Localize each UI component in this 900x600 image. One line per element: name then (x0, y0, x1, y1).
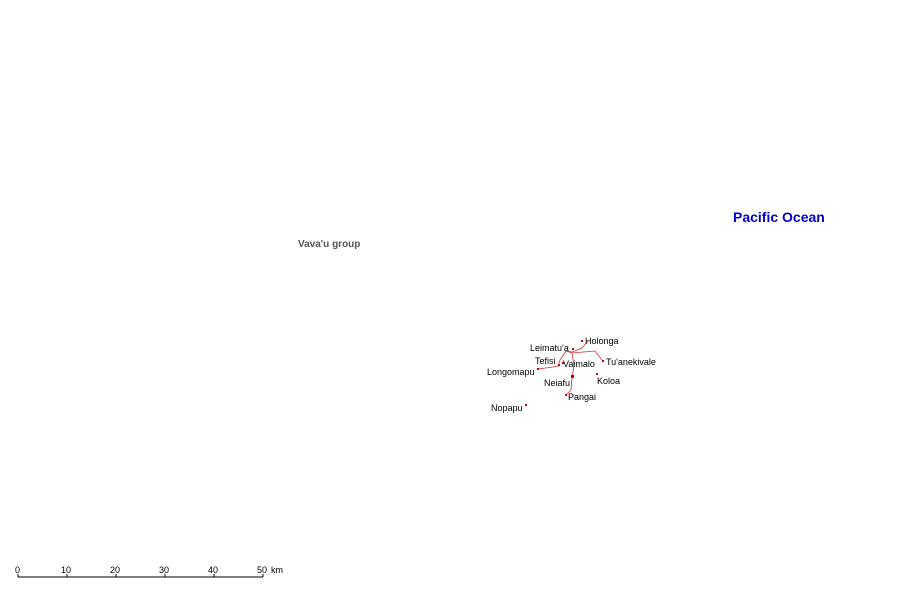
town-label-neiafu: Neiafu (544, 378, 571, 388)
town-label-tefisi: Tefisi (535, 356, 556, 366)
town-label-tuanekivale: Tu'anekivale (606, 357, 656, 367)
vaimalo-marker (562, 362, 564, 364)
town-label-koloa: Koloa (597, 376, 621, 386)
island-group-label: Vava'u group (298, 239, 361, 250)
holonga-marker (581, 340, 583, 342)
koloa-marker (596, 373, 598, 375)
town-label-leimatua: Leimatu'a (530, 343, 569, 353)
ocean-label: Pacific Ocean (733, 209, 825, 225)
scale-label-20: 20 (110, 565, 121, 575)
town-label-holonga: Holonga (585, 336, 619, 346)
road-east (565, 350, 603, 361)
neiafu-marker (571, 375, 574, 378)
pangai-marker (565, 394, 567, 396)
longomapu-marker (537, 368, 539, 370)
town-label-pangai: Pangai (568, 392, 597, 402)
scale-label-40: 40 (208, 565, 219, 575)
town-label-nopapu: Nopapu (491, 403, 523, 413)
scale-label-30: 30 (159, 565, 170, 575)
leimatua-marker (572, 348, 574, 350)
nopapu-marker (525, 404, 527, 406)
scale-label-0: 0 (15, 565, 21, 575)
town-label-longomapu: Longomapu (487, 367, 535, 377)
scale-label-50: 50 (257, 565, 268, 575)
tefisi-marker (558, 364, 560, 366)
tuanekivale-marker (602, 360, 604, 362)
scale-label-10: 10 (61, 565, 72, 575)
town-markers (525, 340, 604, 406)
road-north (565, 340, 589, 353)
town-label-vaimalo: Vaimalo (563, 359, 595, 369)
scale-bar (17, 574, 264, 578)
scale-unit: km (271, 565, 283, 575)
